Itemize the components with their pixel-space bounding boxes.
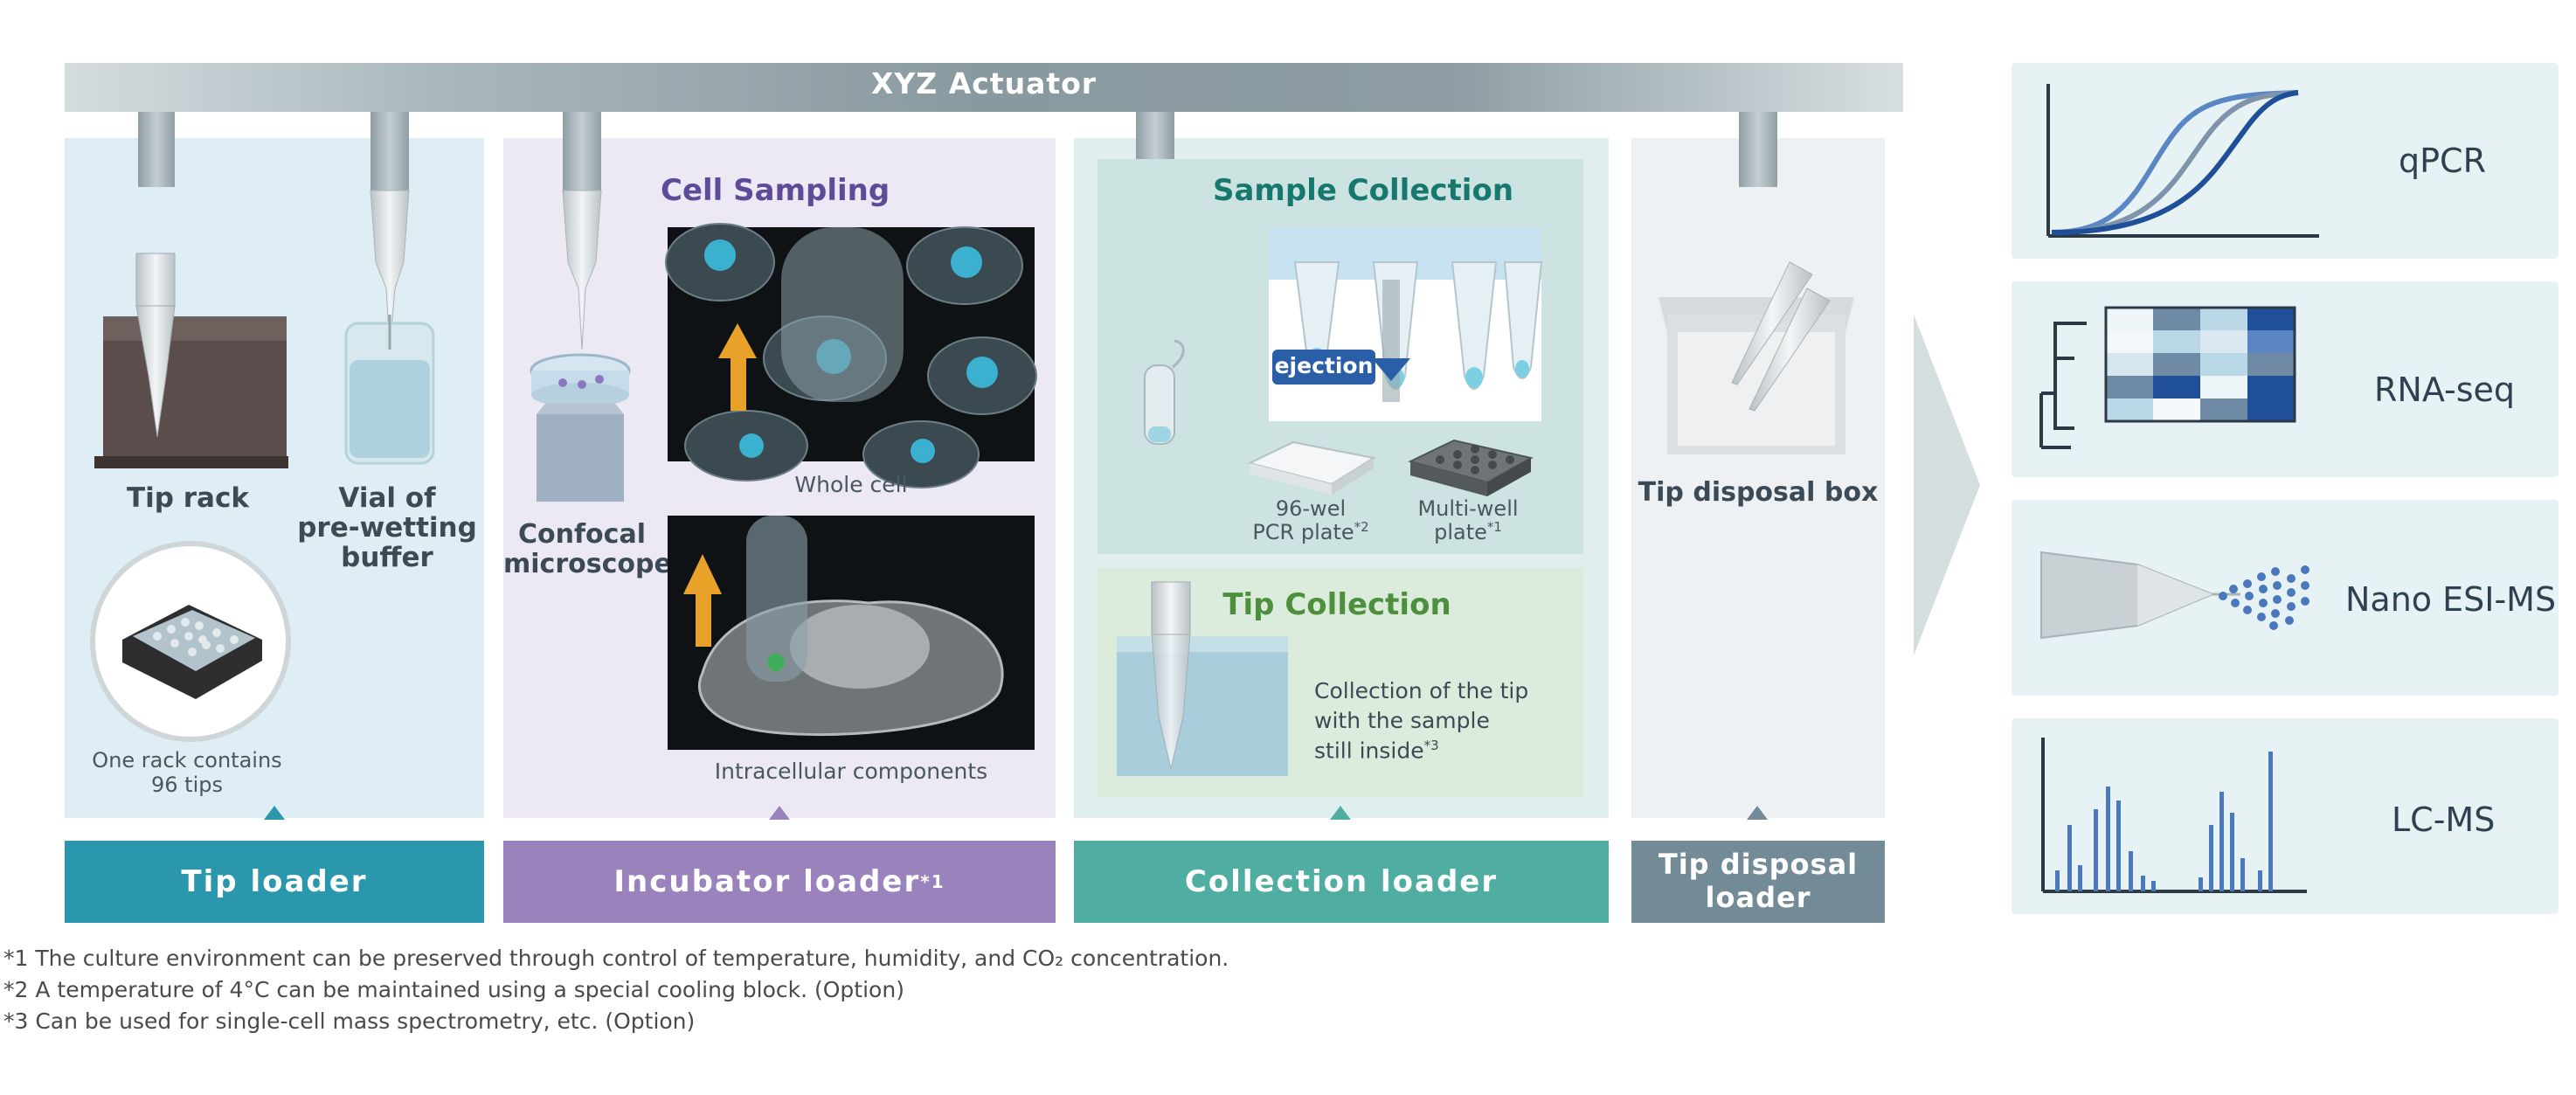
incubator-loader-label: Incubator loader*1 — [503, 841, 1056, 923]
flow-arrow — [1914, 315, 1980, 655]
tip-loader-notch — [264, 806, 285, 820]
tip-rack-illustration — [94, 253, 288, 468]
tip-rack-label: Tip rack — [127, 482, 249, 514]
tip-rack-circle — [90, 541, 291, 742]
rack-note-line2: 96 tips — [151, 773, 223, 797]
nano-esi-icon — [2040, 551, 2309, 640]
rnaseq-heatmap-icon — [2039, 306, 2296, 449]
whole-cell-image — [665, 223, 1037, 489]
analysis-label-nano-esi: Nano ESI-MS — [2345, 580, 2557, 619]
multiwell-label-text: plate — [1434, 520, 1487, 544]
disposal-loader-line2: loader — [1705, 881, 1811, 914]
multiwell-label-line1: Multi-well — [1417, 496, 1519, 521]
vial-label-line3: buffer — [341, 542, 433, 573]
disposal-box-label: Tip disposal box — [1638, 477, 1879, 508]
tip-collection-text-line3-text: still inside — [1314, 738, 1424, 764]
footnote-1: *1 The culture environment can be preser… — [3, 946, 1229, 971]
tip-loader-label: Tip loader — [65, 841, 484, 923]
intracellular-label: Intracellular components — [714, 759, 988, 784]
disposal-box-illustration — [1658, 261, 1854, 454]
multiwell-plate-illustration — [1408, 439, 1534, 496]
vial-label-line2: pre-wetting — [297, 512, 477, 544]
rack-note-line1: One rack contains — [92, 748, 282, 773]
ejection-label: ejection — [1274, 353, 1374, 378]
tip-collection-sup: *3 — [1423, 738, 1439, 753]
disposal-loader-panel — [1631, 138, 1885, 818]
incubator-loader-notch — [769, 806, 790, 820]
disposal-loader-notch — [1747, 806, 1768, 820]
pcr-plate-label-text: PCR plate — [1252, 520, 1354, 544]
vial-label-line1: Vial of — [338, 482, 436, 514]
whole-cell-label: Whole cell — [794, 472, 908, 497]
pcr-plate-label-sup: *2 — [1354, 519, 1369, 535]
microscope-label-line1: Confocal — [518, 519, 646, 550]
incubator-loader-sup: *1 — [920, 871, 945, 892]
tip-collection-text-line3: still inside*3 — [1314, 738, 1439, 763]
footnote-2: *2 A temperature of 4°C can be maintaine… — [3, 977, 904, 1002]
lcms-chart-icon — [2041, 738, 2307, 893]
disposal-loader-label: Tip disposal loader — [1631, 841, 1885, 923]
pcr-plate-illustration — [1247, 440, 1376, 495]
qpcr-chart-icon — [2046, 84, 2319, 238]
pcr-plate-label-line2: PCR plate*2 — [1223, 519, 1398, 544]
pcr-plate-label-line1: 96-wel — [1275, 496, 1347, 521]
tube-illustration — [1144, 339, 1185, 445]
disposal-loader-line1: Tip disposal — [1658, 848, 1859, 881]
intracellular-image — [668, 516, 1035, 750]
microscope-illustration — [530, 353, 631, 502]
xyz-actuator-label: XYZ Actuator — [870, 66, 1098, 100]
sample-collection-title: Sample Collection — [1212, 173, 1514, 208]
multiwell-label-line2: plate*1 — [1398, 519, 1538, 544]
collection-loader-label: Collection loader — [1074, 841, 1609, 923]
vial-illustration — [344, 315, 435, 465]
tip-collection-title: Tip Collection — [1222, 587, 1451, 622]
ejection-image — [1269, 227, 1543, 421]
analysis-label-lcms: LC-MS — [2392, 800, 2496, 839]
cell-sampling-title: Cell Sampling — [661, 173, 890, 208]
analysis-label-rnaseq: RNA-seq — [2374, 371, 2515, 409]
xyz-actuator-bar — [65, 63, 1903, 112]
collection-loader-notch — [1330, 806, 1351, 820]
analysis-label-qpcr: qPCR — [2399, 142, 2486, 180]
tip-collection-text-line2: with the sample — [1314, 708, 1490, 733]
multiwell-label-sup: *1 — [1486, 519, 1502, 535]
footnote-3: *3 Can be used for single-cell mass spec… — [3, 1008, 696, 1034]
lcms-card — [2012, 718, 2559, 914]
microscope-label-line2: microscope — [503, 549, 672, 579]
tip-collection-text-line1: Collection of the tip — [1314, 678, 1529, 703]
tip-collection-illustration — [1117, 581, 1288, 776]
incubator-loader-text: Incubator loader — [613, 864, 921, 899]
